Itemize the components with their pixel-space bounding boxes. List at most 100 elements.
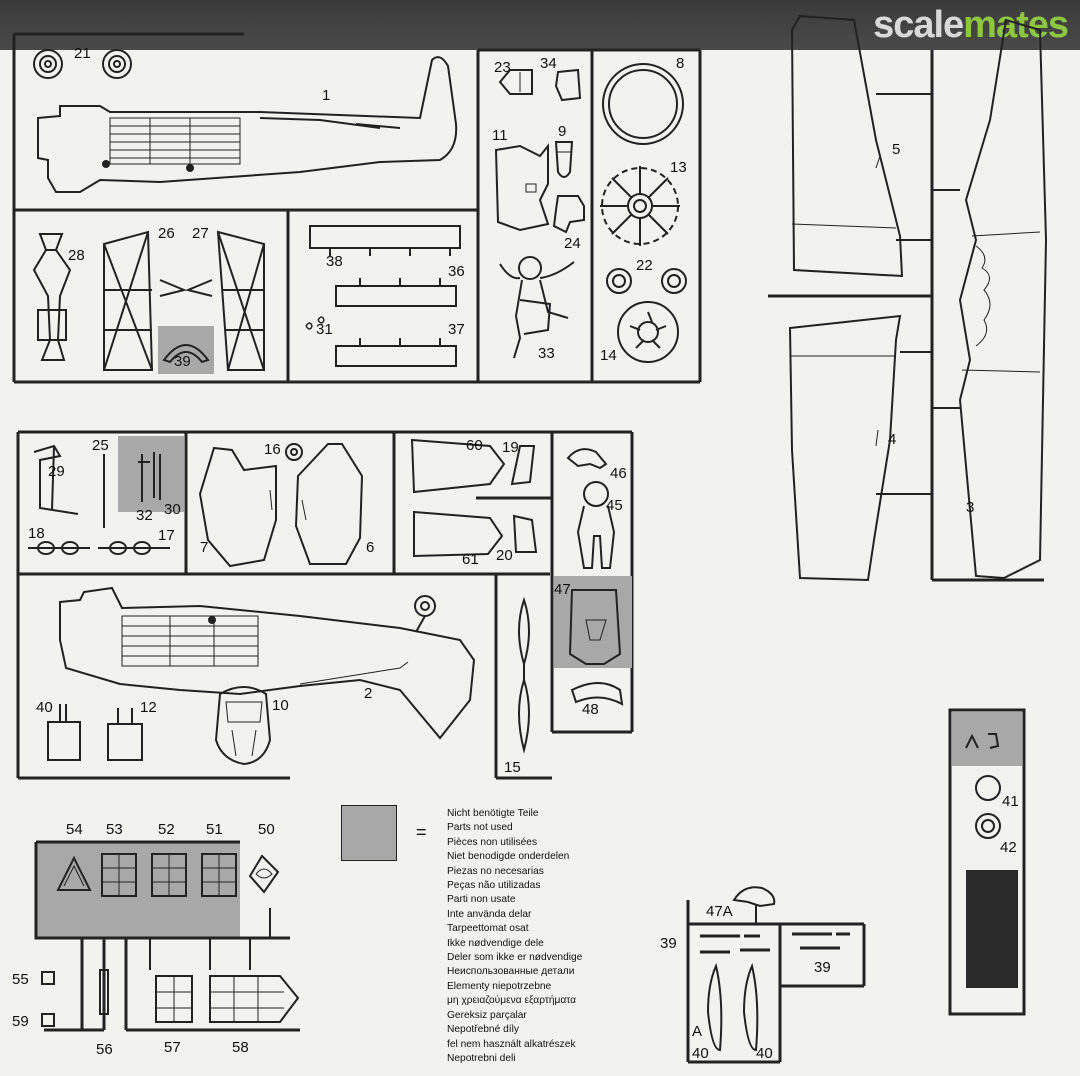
label-part-28: 28 [68, 247, 85, 264]
sprue-frame-middle [16, 430, 634, 780]
label-part-33: 33 [538, 345, 555, 362]
part-14-cowling-front [617, 301, 679, 363]
label-part-39-top: 39 [174, 353, 191, 370]
label-part-27: 27 [192, 225, 209, 242]
label-part-29: 29 [48, 463, 65, 480]
label-part-50: 50 [258, 821, 275, 838]
legend-line: Неиспользованные детали [447, 966, 575, 978]
legend-line: Parti non usate [447, 894, 516, 906]
part-40-struts [706, 962, 759, 1052]
part-20-fin [512, 514, 538, 553]
part-4-wing [788, 314, 902, 582]
part-10-cowl-ring [214, 686, 272, 766]
label-part-11: 11 [492, 127, 508, 144]
label-part-41: 41 [1002, 793, 1019, 810]
part-7-cowl-half [198, 446, 277, 568]
legend-line: fel nem használt alkatrészek [447, 1038, 576, 1050]
part-16-disc [285, 443, 303, 461]
part-47A-headrest [732, 886, 776, 908]
part-57-window [155, 975, 193, 1023]
label-part-30: 30 [164, 501, 181, 518]
part-22-small-wheels [606, 268, 687, 294]
label-part-4: 4 [888, 431, 897, 448]
label-part-22: 22 [636, 257, 653, 274]
label-part-20: 20 [496, 547, 513, 564]
legend-line: Parts not used [447, 822, 513, 834]
part-53-window-frame [101, 853, 137, 897]
label-part-47A: 47A [706, 903, 733, 920]
legend-line: Piezas no necesarias [447, 865, 544, 877]
legend-line: Ikke nødvendige dele [447, 937, 544, 949]
part-30-32-pins [138, 452, 161, 502]
part-45-pilot-figure [576, 481, 616, 569]
part-12-block [107, 708, 143, 761]
label-part-36: 36 [448, 263, 465, 280]
part-13-engine [600, 166, 680, 246]
label-part-7: 7 [200, 539, 209, 556]
legend-line: Niet benodigde onderdelen [447, 851, 570, 863]
part-46-cap [566, 448, 608, 470]
label-part-61: 61 [462, 551, 479, 568]
label-part-46: 46 [610, 465, 627, 482]
part-39-unused-area [158, 326, 214, 374]
label-part-25: 25 [92, 437, 109, 454]
part-55-tab [41, 971, 55, 985]
label-part-6: 6 [366, 539, 375, 556]
part-47-seat-back [568, 589, 622, 665]
legend-equals-sign: = [416, 822, 427, 842]
part-60-wingtip [410, 438, 506, 494]
label-part-48: 48 [582, 701, 599, 718]
part-9-cylinder [554, 141, 574, 178]
decal-sheet [948, 708, 1026, 1016]
part-59-tab [41, 1013, 55, 1027]
label-part-3: 3 [966, 499, 975, 516]
part-33-pilot-figure [499, 256, 575, 359]
label-part-42: 42 [1000, 839, 1017, 856]
part-56-rod [99, 969, 109, 1015]
label-part-13: 13 [670, 159, 687, 176]
part-11-panel [494, 143, 550, 232]
part-31-small-pins [305, 316, 325, 330]
part-17-axle [98, 541, 170, 555]
legend-unused-swatch [341, 805, 397, 861]
label-part-60: 60 [466, 437, 483, 454]
label-part-1: 1 [322, 87, 331, 104]
part-61-wingtip [413, 510, 504, 558]
legend-line: Peças não utilizadas [447, 880, 541, 892]
part-40-block [47, 704, 81, 761]
label-part-39-left: 39 [660, 935, 677, 952]
label-part-59: 59 [12, 1013, 29, 1030]
label-part-58: 58 [232, 1039, 249, 1056]
label-part-9: 9 [558, 123, 567, 140]
label-part-52: 52 [158, 821, 175, 838]
sprue-wings [768, 50, 1044, 582]
legend-line: Nepotřebné díly [447, 1024, 519, 1036]
part-28-landing-gear [32, 233, 72, 361]
legend-line: Nepotrebni deli [447, 1052, 516, 1064]
label-part-15: 15 [504, 759, 521, 776]
part-29-frame [33, 444, 79, 515]
sprue-frame-39-40 [686, 900, 866, 1064]
part-51-window-frame [201, 853, 237, 897]
label-part-39-right: 39 [814, 959, 831, 976]
part-2-fuselage-half [59, 586, 476, 740]
label-part-37: 37 [448, 321, 465, 338]
label-part-47: 47 [554, 581, 571, 598]
header-bar: scalemates [0, 0, 1080, 50]
part-54-windscreen [56, 855, 92, 891]
legend-line: Deler som ikke er nødvendige [447, 952, 583, 964]
scalemates-logo[interactable]: scalemates [873, 4, 1069, 46]
legend-line: Pièces non utilisées [447, 836, 538, 848]
label-part-17: 17 [158, 527, 175, 544]
label-part-54: 54 [66, 821, 83, 838]
part-6-cowl-half [294, 443, 364, 565]
label-part-2: 2 [364, 685, 373, 702]
part-18-axle [28, 541, 90, 555]
label-part-21: 21 [74, 45, 91, 62]
part-8-ring [602, 63, 684, 145]
label-part-19: 19 [502, 439, 519, 456]
label-part-12: 12 [140, 699, 157, 716]
part-30-32-unused-area [118, 436, 184, 512]
part-15-propeller [518, 596, 530, 754]
